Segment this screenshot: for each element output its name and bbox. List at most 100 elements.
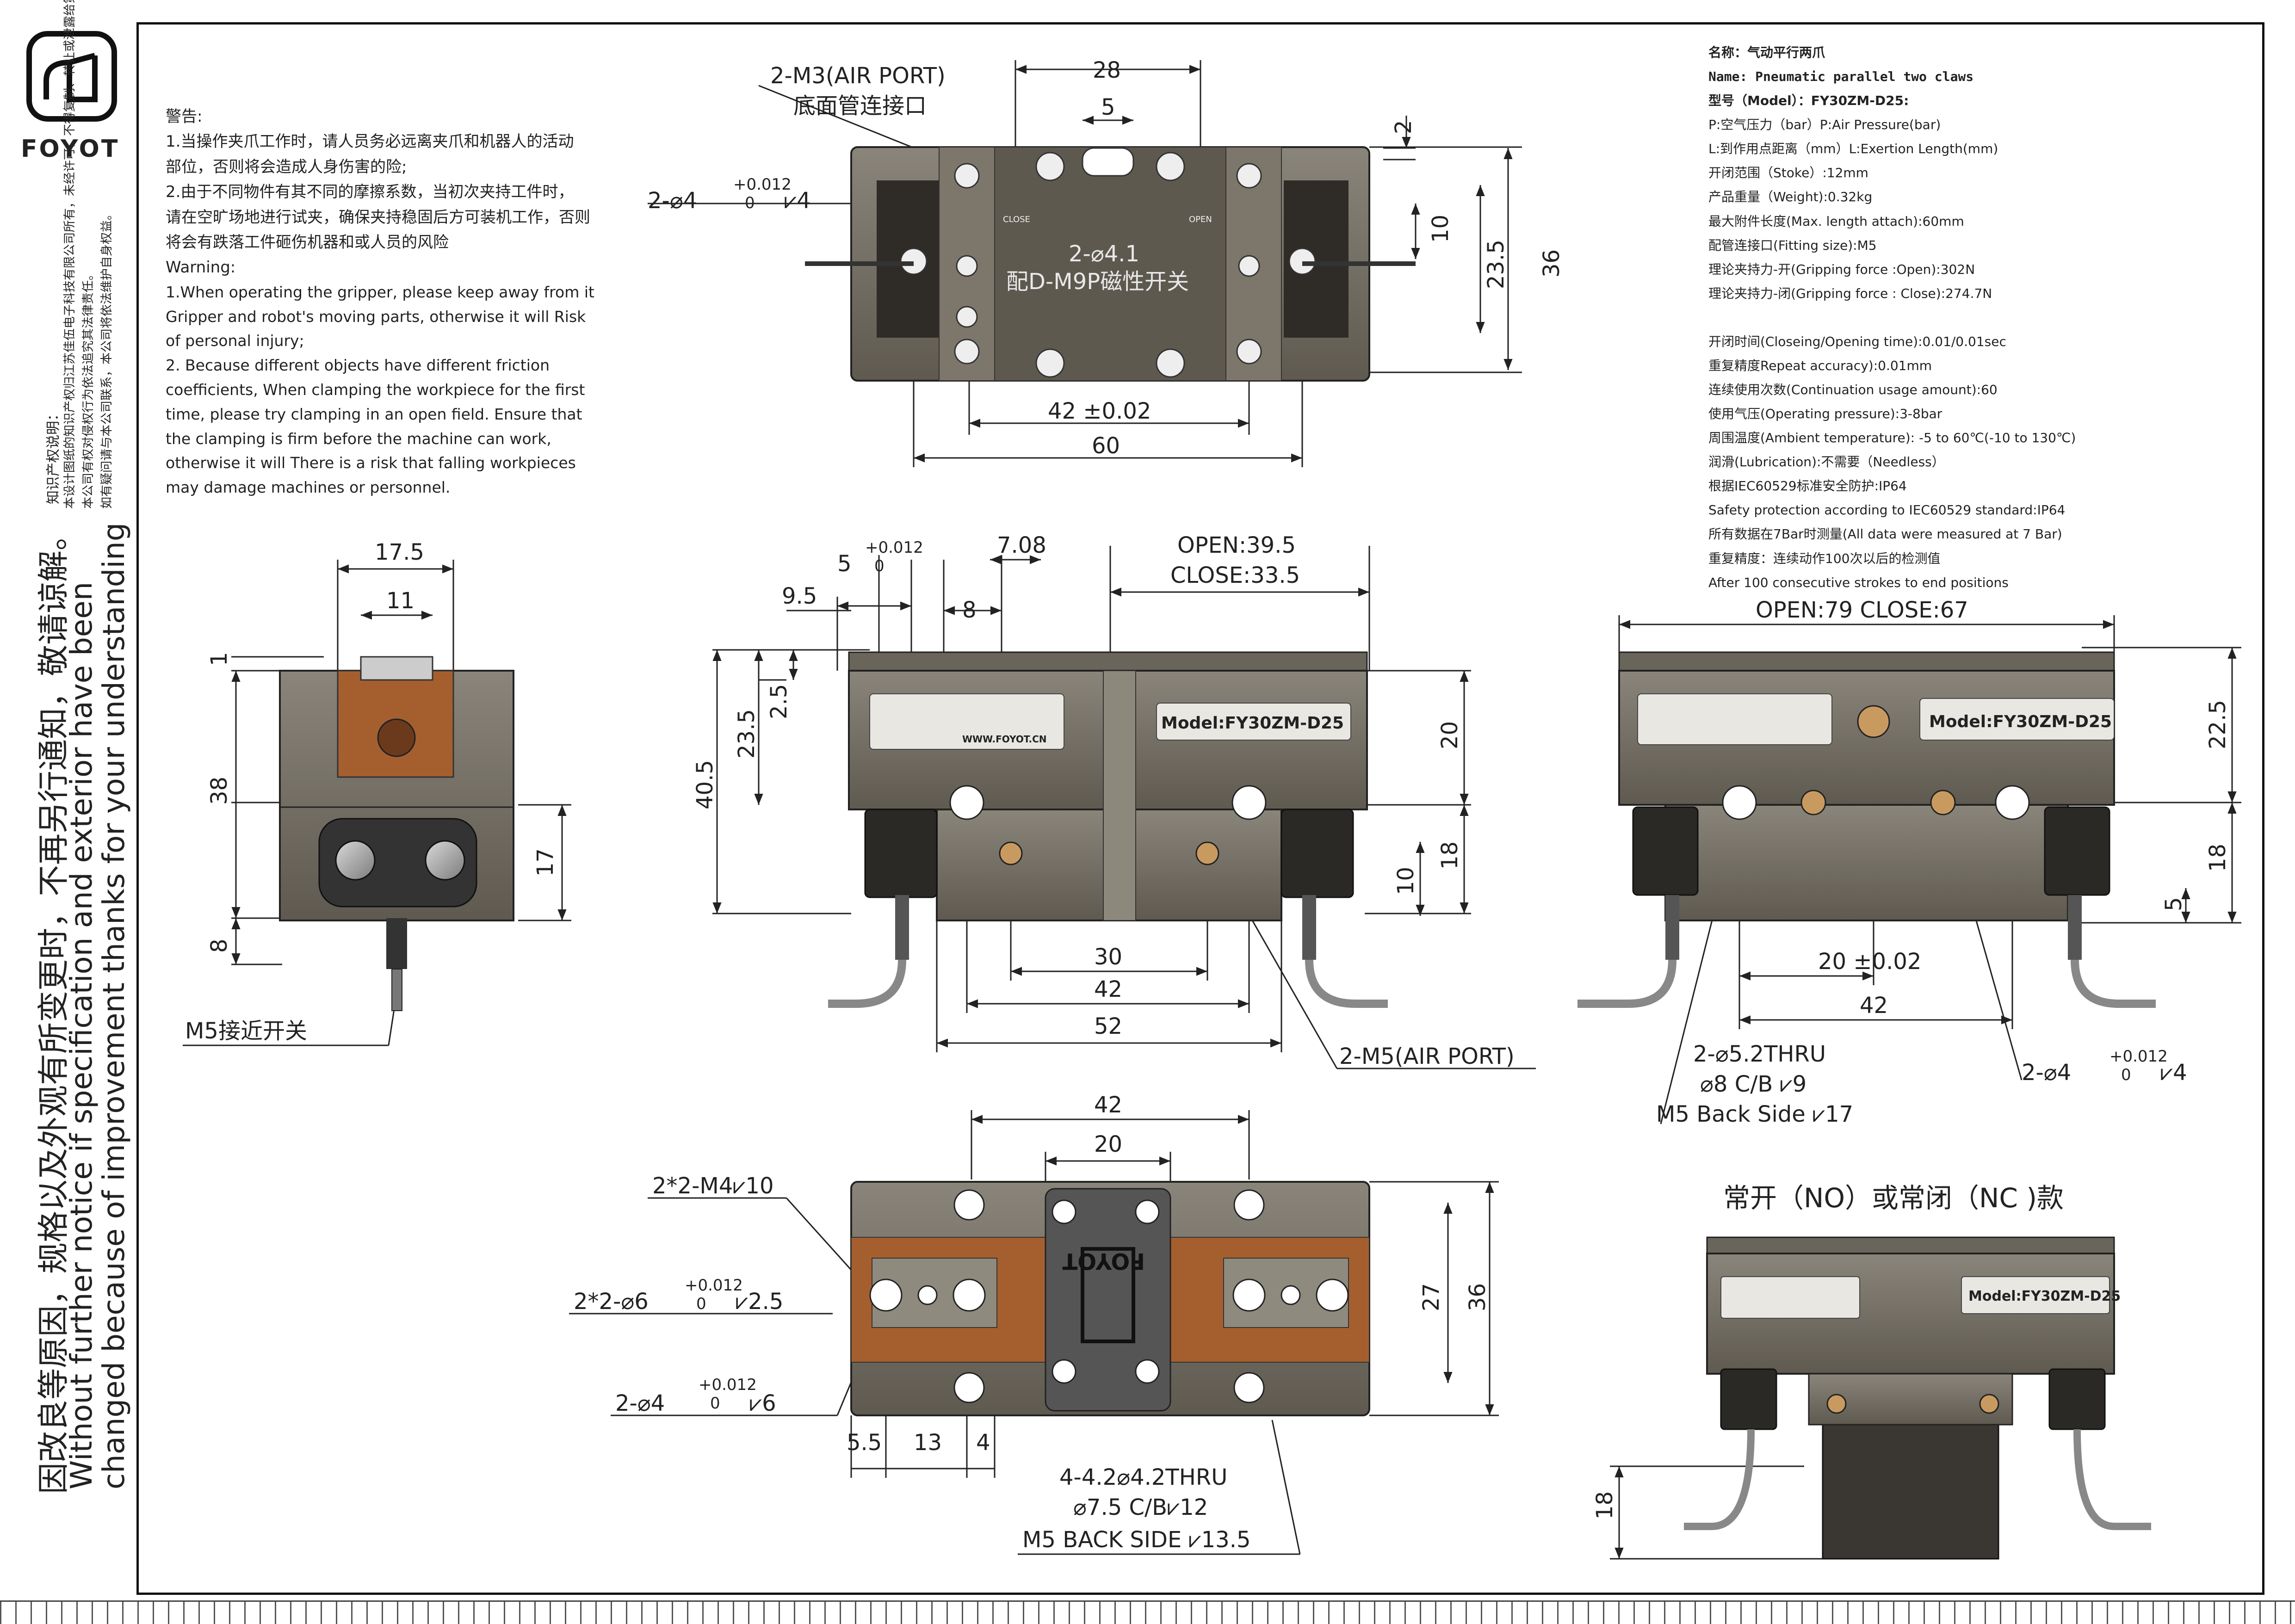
bottom-h4: 2-⌀4 (615, 1390, 665, 1416)
right-stroke: OPEN:79 CLOSE:67 (1756, 597, 1968, 623)
warning-en-title: Warning: (166, 258, 236, 277)
right-hole-label: 2-⌀4 (2022, 1060, 2071, 1086)
front-tol: +0.012 (865, 538, 923, 557)
bottom-dim-20: 20 (1094, 1131, 1122, 1157)
bottom-h4-tol: +0.012 (699, 1376, 757, 1394)
top-open-mark: OPEN (1189, 215, 1212, 224)
spec-line: 所有数据在7Bar时测量(All data were measured at 7… (1708, 526, 2062, 542)
warning-en-7: the clamping is firm before the machine … (166, 429, 551, 448)
bottom-dim-36: 36 (1465, 1283, 1491, 1311)
spec-line: L:到作用点距离（mm）L:Exertion Length(mm) (1708, 141, 1998, 157)
top-dim-2: 2 (1391, 120, 1417, 134)
bottom-dim-5-5: 5.5 (847, 1430, 882, 1456)
bottom-h6: 2*2-⌀6 (574, 1289, 649, 1315)
right-hole-tol: +0.012 (2109, 1047, 2168, 1066)
bottom-dim-4: 4 (976, 1430, 990, 1456)
spec-line: 配管连接口(Fitting size):M5 (1708, 237, 1877, 253)
warning-en-2: Gripper and robot's moving parts, otherw… (166, 307, 586, 326)
nonc-dim-18: 18 (1592, 1491, 1618, 1519)
warning-en-6: time, please try clamping in an open fie… (166, 405, 582, 423)
spec-line: 产品重量（Weight):0.32kg (1708, 189, 1873, 205)
spec-line: 重复精度：连续动作100次以后的检测值 (1708, 550, 1941, 566)
right-cb: ⌀8 C/B ⩗9 (1700, 1071, 1806, 1097)
spec-name-cn: 名称：气动平行两爪 (1708, 45, 1825, 60)
nonc-view (1684, 1236, 2151, 1560)
front-dim-9-5: 9.5 (782, 583, 817, 609)
front-dim-5: 5 (837, 551, 852, 577)
front-view (828, 651, 1388, 1008)
top-hole-depth: ⩗4 (784, 188, 811, 214)
top-hole-tol: +0.012 (733, 175, 792, 194)
right-dim-20: 20 ±0.02 (1818, 949, 1921, 975)
bottom-h4-depth: ⩗6 (749, 1390, 776, 1416)
warning-en-9: may damage machines or personnel. (166, 478, 451, 497)
right-model-plate: Model:FY30ZM-D25 (1929, 712, 2112, 731)
right-dim-5: 5 (2161, 897, 2187, 911)
warning-en-1: 1.When operating the gripper, please kee… (166, 283, 594, 301)
bottom-cb: ⌀7.5 C/B⩗12 (1073, 1494, 1208, 1520)
spec-line: Safety protection according to IEC60529 … (1708, 502, 2066, 518)
right-thru: 2-⌀5.2THRU (1693, 1041, 1826, 1067)
warning-en-4: 2. Because different objects have differ… (166, 356, 550, 375)
bottom-dim-13: 13 (914, 1430, 942, 1456)
foyot-logo (25, 30, 118, 123)
spec-line: 根据IEC60529标准安全防护:IP64 (1708, 478, 1907, 494)
front-dim-8: 8 (962, 597, 977, 623)
spec-line: 开闭时间(Closeing/Opening time):0.01/0.01sec (1708, 333, 2006, 349)
bottom-thru: 4-4.2⌀4.2THRU (1059, 1464, 1227, 1490)
top-close-mark: CLOSE (1003, 215, 1030, 224)
left-dim-17-5: 17.5 (375, 539, 424, 565)
bottom-h6-tol0: 0 (696, 1295, 706, 1313)
front-dim-20: 20 (1437, 721, 1463, 749)
bottom-ruler (0, 1600, 2295, 1624)
top-dim-5: 5 (1101, 94, 1115, 120)
right-view (1577, 651, 2156, 1008)
spec-line: 使用气压(Operating pressure):3-8bar (1708, 406, 1942, 422)
top-air-port-label: 2-M3(AIR PORT) (770, 63, 946, 89)
front-model-plate: Model:FY30ZM-D25 (1161, 714, 1344, 733)
left-dim-1: 1 (206, 652, 232, 666)
front-dim-18: 18 (1437, 841, 1463, 870)
left-dim-11: 11 (386, 588, 414, 614)
spec-line: After 100 consecutive strokes to end pos… (1708, 574, 2009, 590)
top-sensor-label-2: 配D-M9P磁性开关 (1006, 269, 1189, 295)
warning-en-5: coefficients, When clamping the workpiec… (166, 380, 585, 399)
bottom-m4: 2*2-M4⩗10 (652, 1173, 774, 1199)
top-dim-23-5: 23.5 (1483, 240, 1509, 289)
spec-name-en: Name: Pneumatic parallel two claws (1708, 69, 1974, 85)
top-view (805, 146, 1416, 382)
nonc-model-plate: Model:FY30ZM-D25 (1968, 1288, 2121, 1304)
left-switch-label: M5接近开关 (185, 1018, 307, 1044)
top-hole-tol0: 0 (745, 194, 755, 212)
spec-line: P:空气压力（bar）P:Air Pressure(bar) (1708, 117, 1941, 133)
bottom-m5: M5 BACK SIDE ⩗13.5 (1022, 1527, 1251, 1553)
front-dim-23-5: 23.5 (734, 709, 760, 759)
front-dim-40-5: 40.5 (692, 760, 718, 809)
warning-cn-5: 将会有跌落工件砸伤机器和或人员的风险 (166, 233, 449, 252)
bottom-h6-depth: ⩗2.5 (736, 1289, 783, 1315)
right-dim-18: 18 (2205, 844, 2231, 872)
warning-title: 警告: (166, 107, 203, 126)
spec-line: 连续使用次数(Continuation usage amount):60 (1708, 382, 1998, 398)
front-dim-52: 52 (1094, 1013, 1122, 1039)
front-web-plate: WWW.FOYOT.CN (962, 734, 1047, 745)
drawing-frame (136, 22, 2264, 1595)
right-hole-depth: ⩗4 (2160, 1060, 2187, 1086)
left-dim-17: 17 (532, 848, 558, 877)
bottom-h6-tol: +0.012 (685, 1276, 743, 1295)
top-air-port-cn: 底面管连接口 (793, 93, 927, 119)
dimension-lines (183, 60, 2241, 1560)
top-dim-42: 42 ±0.02 (1048, 398, 1151, 424)
right-dim-22-5: 22.5 (2205, 700, 2231, 749)
bottom-brand-plate: FOYOT (1062, 1248, 1145, 1274)
front-open: OPEN:39.5 (1177, 532, 1296, 558)
warning-cn-2: 部位，否则将会造成人身伤害的险; (166, 157, 407, 176)
top-sensor-label: 2-⌀4.1 (1069, 241, 1139, 267)
warning-en-8: otherwise it will There is a risk that f… (166, 454, 576, 472)
warning-block: 警告: 1.当操作夹爪工作时，请人员务必远离夹爪和机器人的活动 部位，否则将会造… (166, 104, 633, 500)
right-hole-tol0: 0 (2121, 1066, 2131, 1084)
top-hole-label: 2-⌀4 (648, 188, 697, 214)
specs-block: 名称：气动平行两爪 Name: Pneumatic parallel two c… (1708, 41, 2254, 595)
bottom-dim-42: 42 (1094, 1092, 1122, 1118)
